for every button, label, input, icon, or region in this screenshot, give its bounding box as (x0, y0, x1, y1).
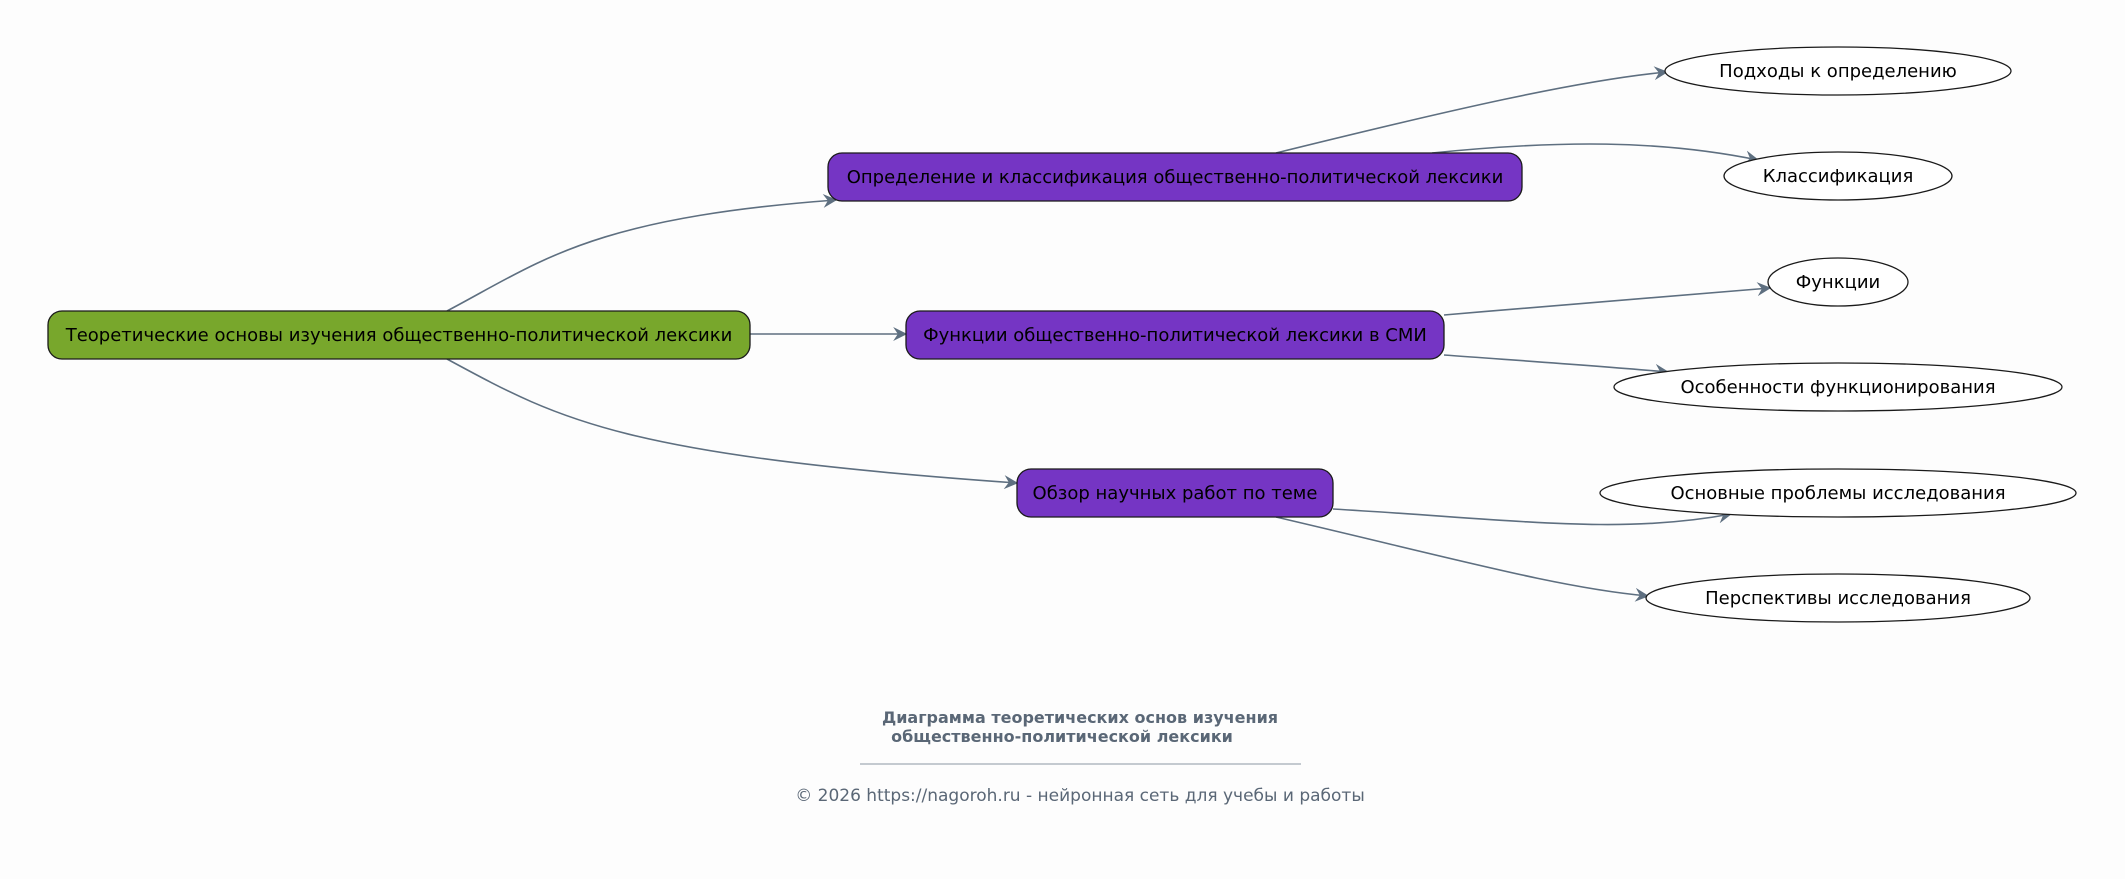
branch-node-1[interactable]: Определение и классификация общественно-… (827, 152, 1523, 202)
branch-node-3[interactable]: Обзор научных работ по теме (1016, 468, 1334, 518)
leaf-node-6[interactable]: Перспективы исследования (1645, 573, 2031, 623)
diagram-caption: Диаграмма теоретических основ изучения о… (795, 708, 1365, 806)
leaf-node-4[interactable]: Особенности функционирования (1613, 362, 2063, 412)
caption-line-1: Диаграмма теоретических основ изучения (882, 708, 1278, 727)
leaf-node-label: Особенности функционирования (1680, 377, 1995, 398)
root-node[interactable]: Теоретические основы изучения общественн… (47, 310, 751, 360)
leaf-node-5[interactable]: Основные проблемы исследования (1599, 468, 2077, 518)
leaf-node-label: Перспективы исследования (1705, 588, 1971, 609)
branch-node-label: Обзор научных работ по теме (1033, 483, 1318, 504)
leaf-node-3[interactable]: Функции (1767, 257, 1909, 307)
root-node-label: Теоретические основы изучения общественн… (65, 325, 733, 346)
edge-branch-1-to-leaf-1 (1275, 66, 1669, 154)
edges (446, 66, 1772, 602)
caption-line-2: общественно-политической лексики (891, 727, 1233, 746)
edge-branch-2-to-leaf-3 (1443, 282, 1772, 316)
leaf-node-label: Основные проблемы исследования (1670, 483, 2005, 504)
leaf-node-label: Подходы к определению (1719, 61, 1957, 82)
branch-node-2[interactable]: Функции общественно-политической лексики… (905, 310, 1445, 360)
copyright-text: © 2026 https://nagoroh.ru - нейронная се… (795, 786, 1365, 806)
edge-branch-3-to-leaf-6 (1275, 516, 1650, 602)
leaf-node-label: Классификация (1763, 166, 1914, 187)
leaf-node-2[interactable]: Классификация (1723, 151, 1953, 201)
edge-root-to-branch-3 (446, 358, 1019, 490)
edge-root-to-branch-1 (446, 193, 838, 312)
edge-branch-2-to-leaf-4 (1443, 354, 1670, 378)
edge-branch-1-to-leaf-2 (1431, 143, 1760, 165)
leaf-node-1[interactable]: Подходы к определению (1664, 46, 2012, 96)
branch-node-label: Функции общественно-политической лексики… (923, 325, 1427, 346)
edge-branch-3-to-leaf-5 (1332, 508, 1733, 526)
leaf-node-label: Функции (1796, 272, 1880, 293)
branch-node-label: Определение и классификация общественно-… (847, 167, 1504, 188)
